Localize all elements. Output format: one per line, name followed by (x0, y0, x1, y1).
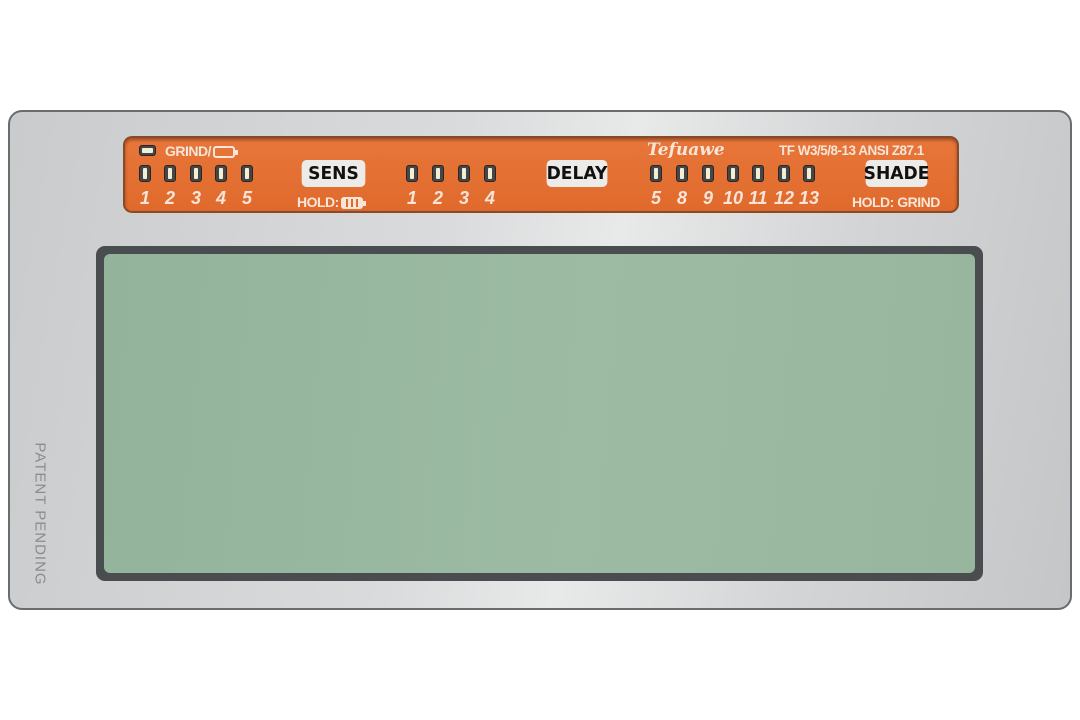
shade-level-label: 5 (650, 188, 662, 208)
shade-level-label: 13 (798, 188, 820, 208)
viewing-window (96, 246, 983, 581)
shade-level-label: 11 (748, 188, 768, 208)
sens-level-label: 2 (432, 188, 444, 208)
battery-icon (213, 146, 238, 159)
brand-logo: Tefuawe (647, 140, 725, 160)
sens-level-label: 3 (458, 188, 470, 208)
shade-level-label: 8 (676, 188, 688, 208)
grind-led (140, 166, 150, 181)
sens-led (407, 166, 417, 181)
shade-led (753, 166, 763, 181)
grind-led (242, 166, 252, 181)
grind-indicator-led (140, 146, 155, 155)
shade-button[interactable]: SHADE (864, 160, 929, 187)
shade-level-label: 10 (722, 188, 744, 208)
battery-full-icon (340, 197, 366, 210)
shade-led (703, 166, 713, 181)
grind-level-label: 2 (164, 188, 176, 208)
grind-level-label: 5 (241, 188, 253, 208)
sens-button[interactable]: SENS (301, 160, 366, 187)
sens-led (459, 166, 469, 181)
grind-led (216, 166, 226, 181)
lens-glass (104, 254, 975, 573)
hold-text: HOLD: (297, 194, 339, 210)
grind-led (165, 166, 175, 181)
shade-level-label: 9 (702, 188, 714, 208)
patent-label: PATENT PENDING (31, 442, 49, 586)
grind-label: GRIND/ (165, 143, 238, 159)
grind-led (191, 166, 201, 181)
grind-text: GRIND/ (165, 143, 212, 159)
shade-level-label: 12 (773, 188, 795, 208)
delay-button[interactable]: DELAY (546, 160, 608, 187)
sens-level-label: 4 (484, 188, 496, 208)
sens-level-label: 1 (406, 188, 418, 208)
shade-led (728, 166, 738, 181)
sens-hold-label: HOLD: (297, 194, 366, 210)
shade-hold-label: HOLD: GRIND (852, 194, 940, 210)
shade-led (779, 166, 789, 181)
shade-led (677, 166, 687, 181)
shade-led (804, 166, 814, 181)
grind-level-label: 3 (190, 188, 202, 208)
sens-led (433, 166, 443, 181)
shade-led (651, 166, 661, 181)
sens-led (485, 166, 495, 181)
grind-level-label: 1 (139, 188, 151, 208)
grind-level-label: 4 (215, 188, 227, 208)
model-label: TF W3/5/8-13 ANSI Z87.1 (779, 143, 924, 158)
